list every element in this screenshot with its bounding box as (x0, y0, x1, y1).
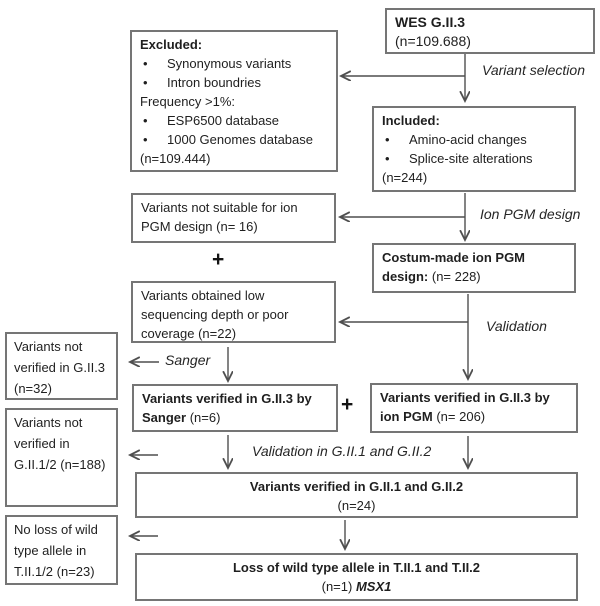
excluded-count: (n=109.444) (140, 151, 211, 166)
box-low-coverage: Variants obtained low sequencing depth o… (131, 281, 336, 343)
label-sanger: Sanger (165, 352, 211, 368)
verified-g12-title: Variants verified in G.II.1 and G.II.2 (249, 479, 464, 494)
excluded-item-label: ESP6500 database (167, 113, 280, 128)
box-not-verified-g12: Variants not verified in G.II.1/2 (n=188… (5, 408, 118, 507)
box-not-verified-g3: Variants not verified in G.II.3 (n=32) (5, 332, 118, 400)
bullet-icon: • (143, 75, 148, 90)
loss-count-line: (n=1) MSX1 (145, 577, 568, 596)
custom-pgm-title: Costum-made ion PGM design: (382, 250, 526, 284)
verified-pgm-title: Variants verified in G.II.3 by ion PGM (380, 390, 550, 424)
verified-sanger-count: (n=6) (189, 410, 221, 425)
low-coverage-text: Variants obtained low sequencing depth o… (141, 288, 289, 341)
wes-title: WES G.II.3 (395, 14, 466, 30)
included-count: (n=244) (382, 170, 428, 185)
included-item-label: Amino-acid changes (409, 132, 527, 147)
included-title: Included: (382, 113, 440, 128)
excluded-item: • Synonymous variants (140, 54, 328, 73)
included-item: • Splice-site alterations (382, 149, 566, 168)
loss-title: Loss of wild type allele in T.II.1 and T… (232, 560, 481, 575)
excluded-title: Excluded: (140, 37, 203, 52)
box-verified-sanger: Variants verified in G.II.3 by Sanger (n… (132, 384, 338, 432)
excluded-item-label: 1000 Genomes database (167, 132, 313, 147)
bullet-icon: • (143, 113, 148, 128)
loss-gene: MSX1 (355, 579, 392, 594)
not-verified-g12-text: Variants not verified in G.II.1/2 (n=188… (14, 415, 106, 472)
box-not-suitable: Variants not suitable for ion PGM design… (131, 193, 336, 243)
box-verified-g12: Variants verified in G.II.1 and G.II.2 (… (135, 472, 578, 518)
custom-pgm-count: (n= 228) (431, 269, 481, 284)
box-wes: WES G.II.3 (n=109.688) (385, 8, 595, 54)
verified-g12-count: (n=24) (337, 498, 376, 513)
excluded-item-label: Intron boundries (167, 75, 261, 90)
box-excluded: Excluded: • Synonymous variants • Intron… (130, 30, 338, 172)
verified-pgm-count: (n= 206) (436, 409, 486, 424)
label-ion-pgm-design: Ion PGM design (480, 206, 581, 222)
wes-count: (n=109.688) (395, 33, 471, 49)
included-item-label: Splice-site alterations (409, 151, 533, 166)
not-suitable-text: Variants not suitable for ion PGM design… (141, 200, 298, 234)
excluded-item: • Intron boundries (140, 73, 328, 92)
box-verified-pgm: Variants verified in G.II.3 by ion PGM (… (370, 383, 578, 433)
bullet-icon: • (385, 132, 390, 147)
bullet-icon: • (385, 151, 390, 166)
box-no-loss: No loss of wild type allele in T.II.1/2 … (5, 515, 118, 585)
excluded-item: • ESP6500 database (140, 111, 328, 130)
plus-sign: + (341, 393, 354, 416)
plus-sign: + (212, 248, 225, 271)
bullet-icon: • (143, 56, 148, 71)
included-item: • Amino-acid changes (382, 130, 566, 149)
loss-count: (n=1) (321, 579, 353, 594)
label-variant-selection: Variant selection (482, 62, 585, 78)
box-included: Included: • Amino-acid changes • Splice-… (372, 106, 576, 192)
excluded-item: • 1000 Genomes database (140, 130, 328, 149)
not-verified-g3-text: Variants not verified in G.II.3 (n=32) (14, 339, 106, 396)
excluded-item-label: Synonymous variants (167, 56, 292, 71)
box-loss: Loss of wild type allele in T.II.1 and T… (135, 553, 578, 601)
label-validation: Validation (486, 318, 547, 334)
label-validation-g12: Validation in G.II.1 and G.II.2 (252, 443, 432, 459)
excluded-subheading: Frequency >1%: (140, 94, 236, 109)
no-loss-text: No loss of wild type allele in T.II.1/2 … (14, 522, 98, 579)
box-custom-pgm: Costum-made ion PGM design: (n= 228) (372, 243, 576, 293)
verified-sanger-title: Variants verified in G.II.3 by Sanger (142, 391, 312, 425)
bullet-icon: • (143, 132, 148, 147)
